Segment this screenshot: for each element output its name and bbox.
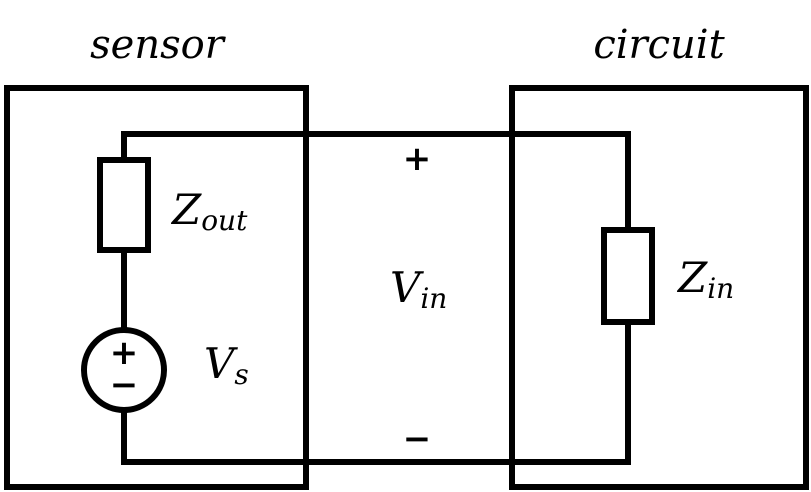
vs-label: Vs <box>204 339 249 391</box>
circuit-title: circuit <box>593 22 725 68</box>
vin-plus-sign: + <box>403 139 432 179</box>
vin-subscript: in <box>420 282 447 315</box>
source-minus-sign: − <box>110 365 139 405</box>
zout-label: Zout <box>170 185 248 237</box>
zout-resistor <box>97 157 151 253</box>
zout-subscript: out <box>201 204 248 237</box>
source-plus-sign: + <box>110 333 139 373</box>
circuit-box <box>509 85 809 490</box>
sensor-box <box>4 85 309 490</box>
zout-symbol: Z <box>170 185 202 234</box>
zin-label: Zin <box>676 253 734 305</box>
zin-symbol: Z <box>676 253 708 302</box>
vs-subscript: s <box>234 358 248 391</box>
sensor-title: sensor <box>90 22 227 68</box>
zin-subscript: in <box>707 272 734 305</box>
voltage-source <box>81 327 167 413</box>
vs-symbol: V <box>204 339 238 388</box>
vin-minus-sign: − <box>403 419 432 459</box>
zin-resistor <box>601 227 655 325</box>
vin-symbol: V <box>390 263 424 312</box>
wires <box>121 131 631 465</box>
vin-label: Vin <box>390 263 447 315</box>
